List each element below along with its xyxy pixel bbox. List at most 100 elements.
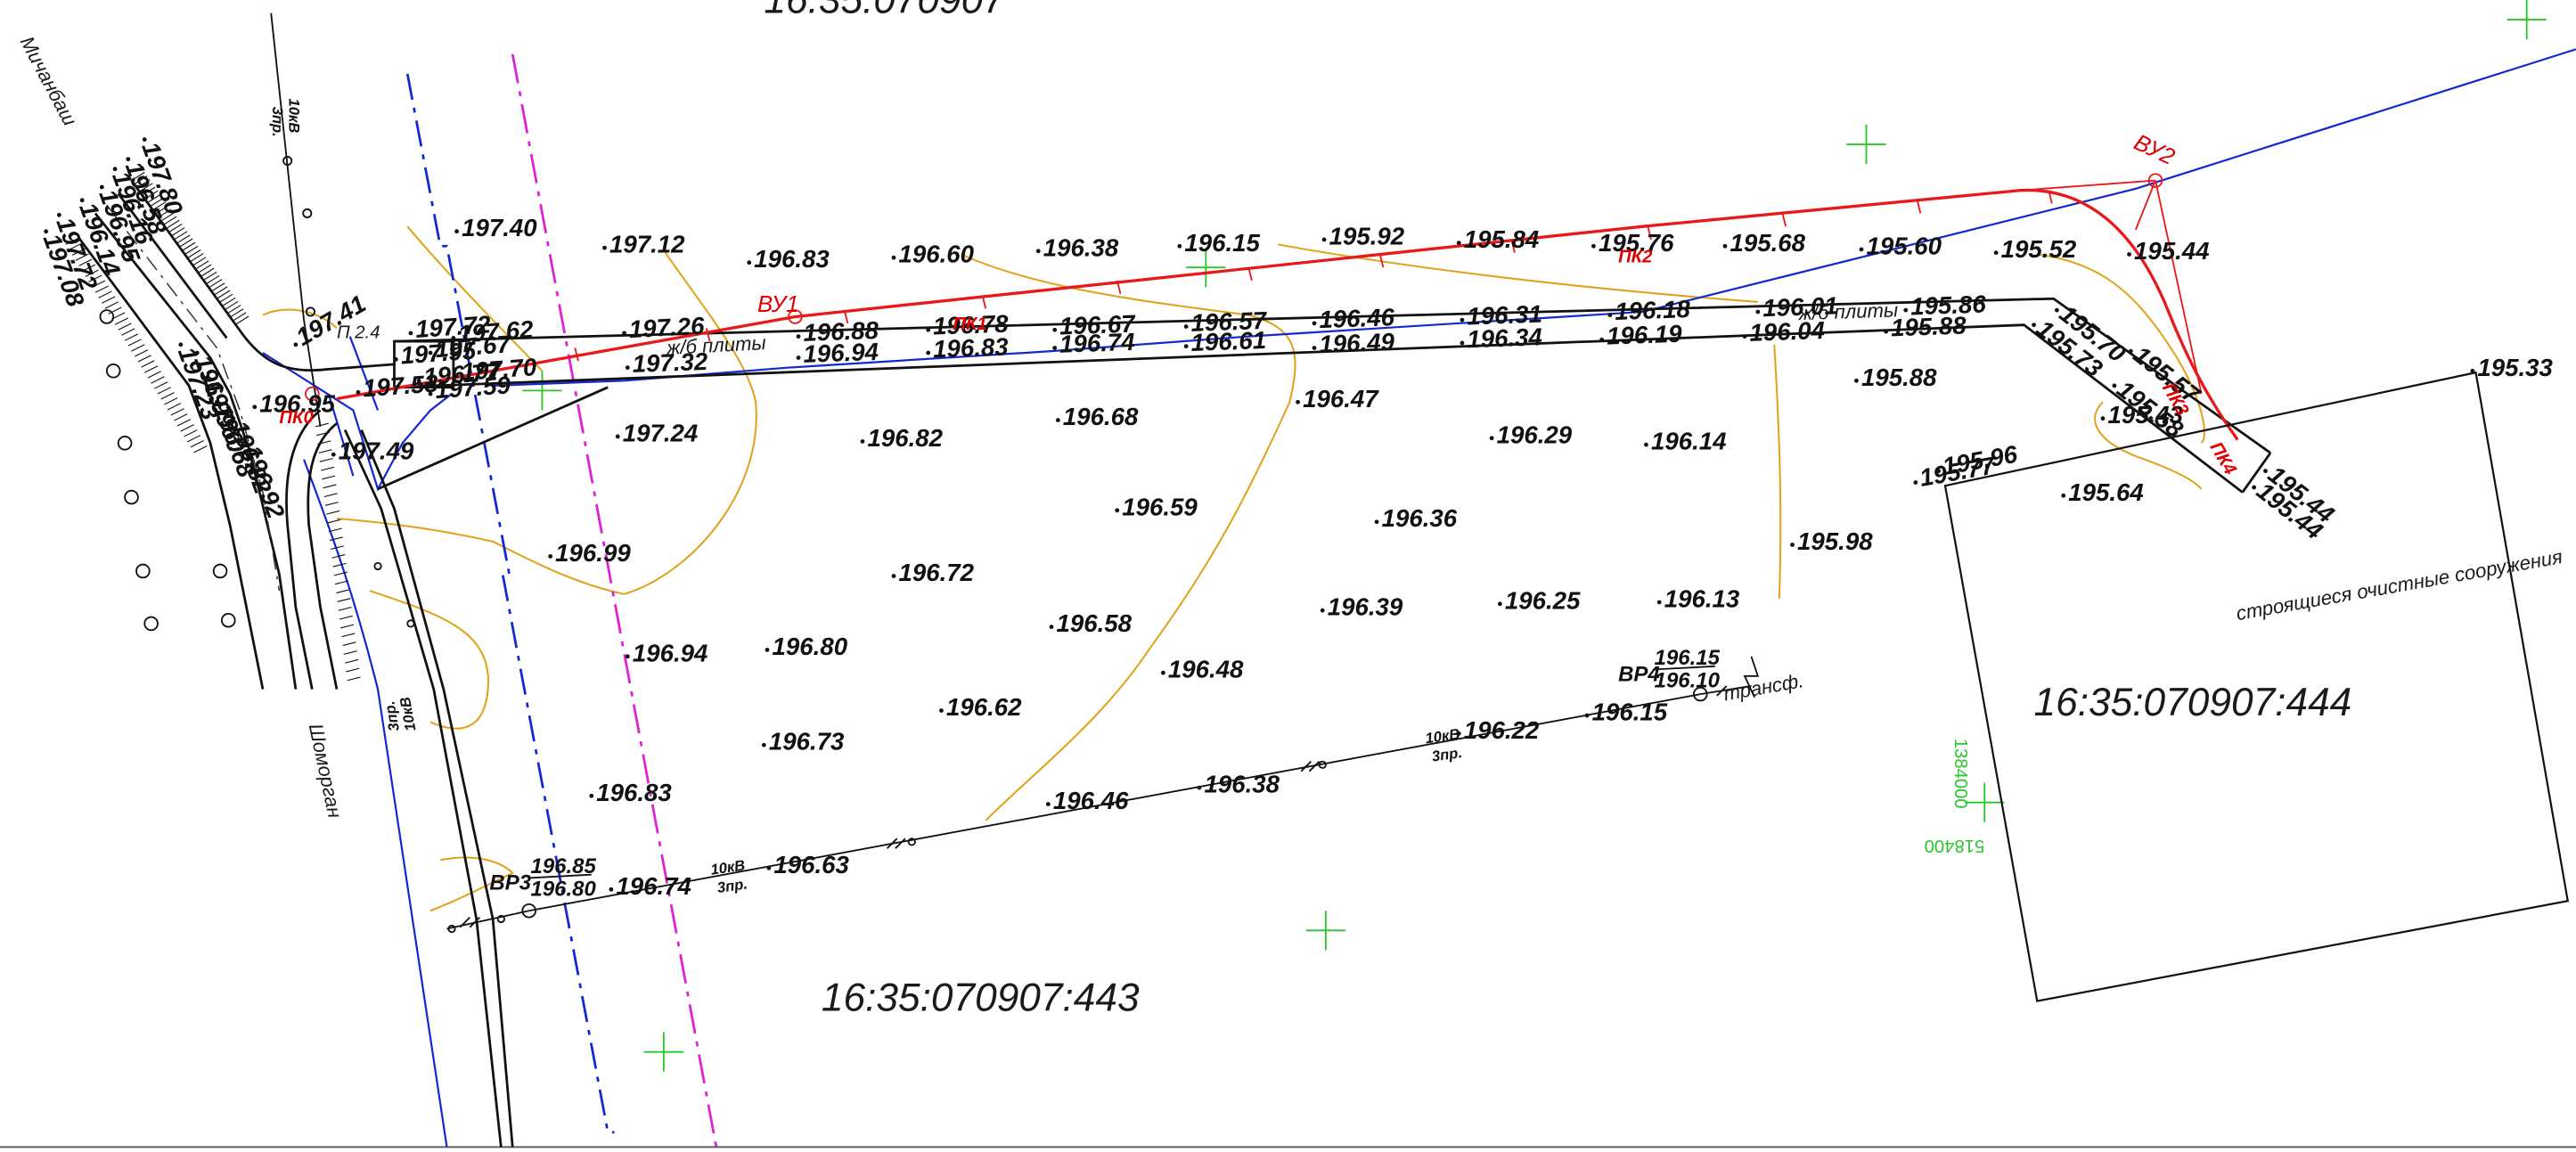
elevation-point: 197.49: [331, 437, 414, 465]
elevation-dot: [1722, 243, 1728, 249]
elevation-value: 197.67: [434, 330, 512, 363]
elevation-dot: [416, 378, 421, 383]
elevation-value: 196.57: [1190, 306, 1268, 337]
elevation-value: 196.18: [1615, 295, 1691, 325]
elevation-value: 195.43: [2108, 401, 2184, 429]
elevation-dot: [244, 440, 249, 445]
elevation-value: 196.15: [1592, 699, 1668, 726]
elevation-dot: [204, 375, 209, 380]
elevation-dot: [231, 416, 236, 421]
elevation-value: 197.24: [623, 419, 699, 446]
elevation-value: 195.77: [1918, 451, 1998, 491]
elevation-value: 197.62: [457, 315, 535, 348]
parcel-444-boundary: [1943, 371, 2570, 1002]
elevation-value: 196.68: [1063, 403, 1139, 430]
elevation-dot: [44, 229, 49, 234]
elevation-point: 196.78: [926, 310, 1010, 340]
vr3-name: ВР3: [489, 870, 531, 895]
elevation-dot: [1497, 601, 1502, 607]
elevation-dot: [56, 212, 61, 217]
elevation-dot: [194, 350, 200, 355]
elevation-point: 195.33: [2470, 354, 2554, 381]
road-edges: [78, 179, 514, 1148]
elevation-dot: [1374, 519, 1379, 525]
elevation-dot: [589, 793, 594, 798]
elevation-point: 196.14: [1644, 428, 1727, 455]
vr3-bottom: 196.80: [531, 878, 597, 902]
elevation-value: 196.38: [1204, 771, 1280, 798]
elevation-dot: [356, 389, 361, 395]
elevation-dot: [2263, 469, 2268, 474]
elevation-dot: [860, 439, 865, 444]
elevation-value: 195.64: [2068, 478, 2144, 506]
elevation-dot: [1460, 340, 1465, 346]
cable-voltage-label: 10кВ: [709, 856, 746, 878]
elevation-dot: [1055, 418, 1060, 422]
elevation-dot: [1607, 313, 1613, 318]
elevation-dot: [2032, 323, 2036, 328]
elevation-value: 196.61: [1190, 326, 1267, 356]
elevation-dot: [79, 198, 85, 203]
elevation-dot: [2112, 383, 2117, 388]
cable-voltage-label: 10кВ: [1424, 725, 1460, 747]
elevation-dot: [1854, 378, 1859, 383]
elevation-point: 196.99: [548, 539, 631, 567]
contour-lines: [262, 225, 2205, 912]
vr4-bottom: 196.10: [1655, 669, 1721, 693]
route-ticks: [574, 190, 2053, 362]
elevation-point: 196.38: [1197, 771, 1280, 798]
elevation-value: 195.33: [2477, 354, 2553, 381]
elevation-value: 196.80: [773, 633, 848, 660]
elevation-dot: [2128, 348, 2133, 354]
elevation-dot: [747, 260, 752, 266]
plates-label-2: ж/б плиты: [1797, 298, 1898, 324]
elevation-value: 197.59: [434, 371, 511, 404]
elevation-dot: [891, 574, 896, 578]
elevation-dot: [765, 647, 770, 652]
elevation-dot: [1183, 344, 1189, 349]
elevation-point: 195.98: [1790, 527, 1873, 555]
elevation-dot: [1052, 327, 1058, 332]
elevation-dot: [1296, 399, 1300, 404]
elevation-dot: [548, 554, 553, 559]
pk2-label: ПК2: [1618, 248, 1653, 267]
elevation-point: 196.68: [1055, 403, 1139, 430]
elevation-point: 197.24: [615, 419, 699, 446]
elevation-dot: [2252, 485, 2257, 490]
elevation-point: 196.73: [761, 728, 845, 756]
elevation-dot: [622, 331, 627, 336]
elevation-dot: [1312, 346, 1317, 350]
elevation-value: 196.83: [933, 332, 1010, 363]
elevation-point: 196.74: [1052, 328, 1135, 358]
elevation-value: 196.78: [933, 310, 1010, 340]
elevation-point: 196.83: [589, 779, 672, 806]
elevation-point: 196.31: [1460, 300, 1542, 330]
elevation-point: 196.72: [891, 559, 975, 586]
street-bottom-label: Шоморган: [305, 722, 347, 820]
elevation-dot: [142, 137, 147, 142]
elevation-value: 196.49: [1319, 328, 1395, 358]
elevation-point: 197.26: [622, 312, 706, 343]
elevation-dot: [1177, 243, 1182, 249]
elevation-dot: [625, 365, 630, 370]
cable-wires-label: 3пр.: [1431, 744, 1463, 765]
grid-coordinates: 1384000 518400: [1925, 739, 1985, 855]
elevation-point: 195.86: [1903, 290, 1987, 320]
elevation-point: 196.63: [766, 851, 850, 878]
elevation-value: 196.83: [754, 245, 830, 273]
elevation-dot: [112, 167, 118, 172]
elevation-point: 197.70: [454, 353, 538, 386]
elevation-value: 196.62: [946, 693, 1022, 721]
well-vr4: ВР4 196.15 196.10: [1618, 646, 1721, 693]
elevation-dot: [766, 865, 772, 870]
elevation-point: 196.88: [796, 316, 879, 347]
elevation-point: 196.15: [1584, 699, 1668, 726]
route-points: [305, 173, 2163, 402]
elevation-value: 195.68: [1730, 229, 1805, 257]
elevation-value: 196.04: [1749, 316, 1826, 347]
vu2-label: ВУ2: [2130, 130, 2179, 170]
elevation-dot: [1591, 243, 1596, 249]
pk0-label: ПК0: [279, 408, 314, 428]
elevation-value: 196.94: [803, 338, 879, 368]
elevation-point: 196.22: [1456, 716, 1540, 744]
